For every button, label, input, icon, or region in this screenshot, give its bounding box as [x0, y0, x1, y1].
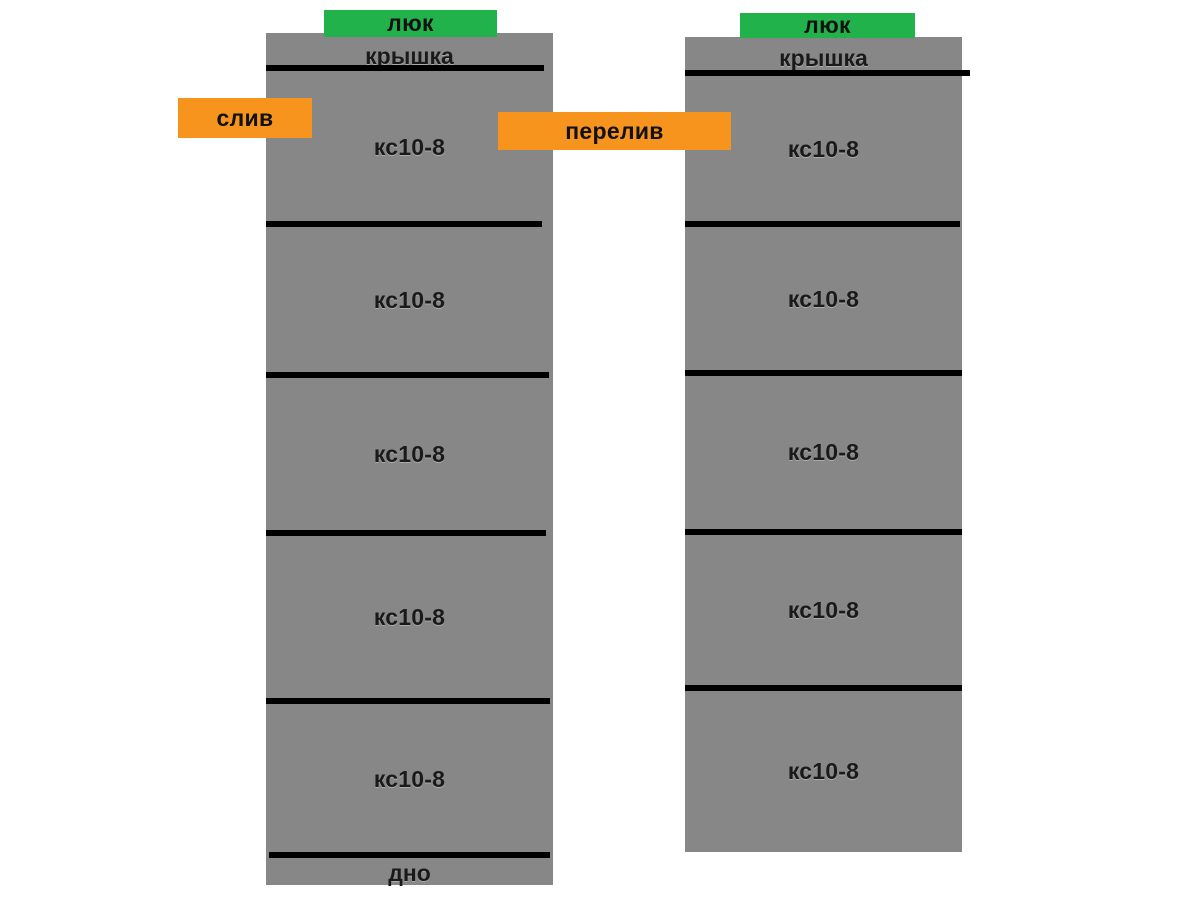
left-well-joint-4	[266, 698, 550, 704]
left-well-ring-5: кс10-8	[266, 704, 553, 855]
right-well-ring-3-label: кс10-8	[787, 439, 860, 465]
left-well-joint-cover	[266, 65, 544, 71]
left-well-ring-3: кс10-8	[266, 378, 553, 530]
right-well-ring-2-label: кс10-8	[787, 286, 860, 312]
drain-tag[interactable]: слив	[178, 98, 312, 138]
left-well-ring-1-label: кс10-8	[373, 133, 446, 160]
right-well-ring-5-label: кс10-8	[787, 757, 860, 784]
right-well-ring-3: кс10-8	[685, 376, 962, 529]
left-well-ring-1: кс10-8	[266, 71, 553, 223]
left-well: крышка кс10-8 кс10-8 кс10-8 кс10-8 кс10-…	[266, 33, 553, 886]
left-well-ring-2: кс10-8	[266, 227, 553, 374]
left-well-cover-label: крышка	[365, 43, 454, 69]
right-well-joint-1	[685, 221, 960, 227]
left-well-ring-5-label: кс10-8	[373, 766, 446, 792]
right-well-joint-3	[685, 529, 962, 535]
left-well-ring-4: кс10-8	[266, 536, 553, 698]
left-well-hatch-tag[interactable]: люк	[324, 10, 497, 37]
right-well-ring-4: кс10-8	[685, 535, 962, 685]
left-well-joint-2	[266, 372, 549, 378]
left-well-joint-3	[266, 530, 546, 536]
right-well-joint-4	[685, 685, 962, 691]
left-well-joint-1	[266, 221, 542, 227]
right-well-hatch-tag[interactable]: люк	[740, 12, 915, 38]
right-well-ring-2: кс10-8	[685, 227, 962, 372]
right-well-joint-cover	[685, 70, 970, 76]
right-well-cover-label: крышка	[779, 45, 868, 71]
left-well-ring-2-label: кс10-8	[373, 287, 446, 313]
right-well-ring-5: кс10-8	[685, 691, 962, 851]
right-well-ring-4-label: кс10-8	[787, 596, 860, 623]
right-well-ring-1-label: кс10-8	[787, 136, 860, 162]
left-well-bottom-label: дно	[388, 860, 431, 886]
left-well-joint-bottom	[269, 852, 550, 858]
left-well-ring-3-label: кс10-8	[373, 440, 446, 467]
right-well-joint-2	[685, 370, 962, 376]
right-well-ring-1: кс10-8	[685, 76, 962, 223]
right-well: крышка кс10-8 кс10-8 кс10-8 кс10-8 кс10-…	[685, 37, 970, 852]
overflow-tag[interactable]: перелив	[498, 112, 731, 150]
left-well-ring-4-label: кс10-8	[373, 603, 446, 630]
